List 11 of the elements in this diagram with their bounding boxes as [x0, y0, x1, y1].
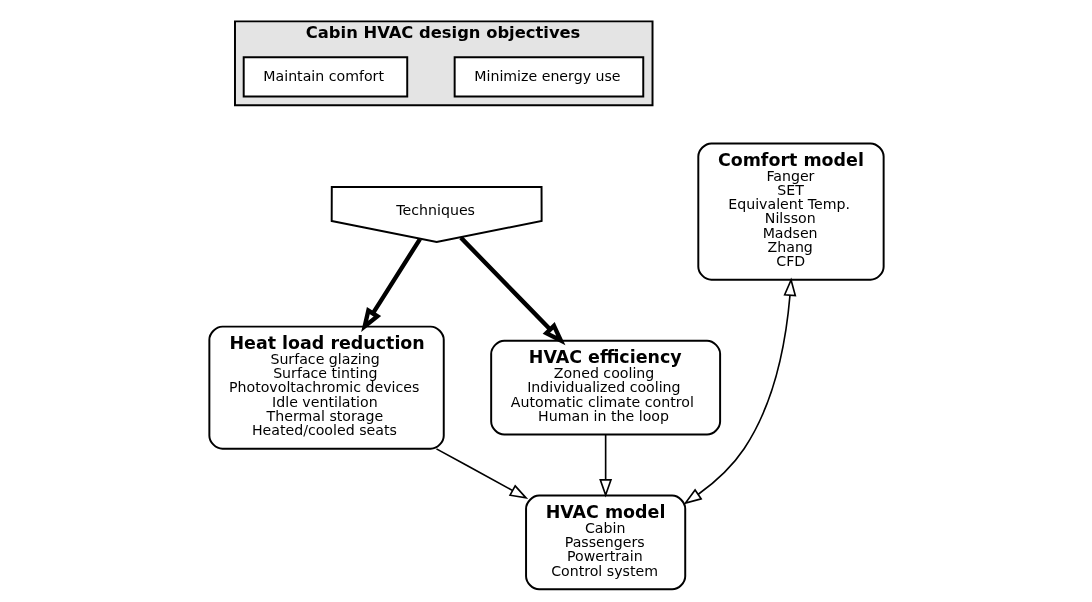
- arrow: [682, 277, 796, 505]
- arrow: [435, 448, 528, 500]
- arrow: [598, 433, 612, 498]
- node-box: HVAC model Cabin Passengers Powertrain Control system: [524, 494, 686, 591]
- arrow: [360, 237, 422, 332]
- node-box: Maintain comfort: [242, 56, 408, 98]
- node-box: HVAC efficiency Zoned cooling Individualized cooling Automatic climate control Human in the loop: [489, 339, 721, 436]
- node-box: Comfort model Fanger SET Equivalent Temp. Nilsson Madsen Zhang CFD: [696, 142, 885, 281]
- arrow: [458, 236, 565, 346]
- node-box: Heat load reduction Surface glazing Surface tinting Photovoltachromic devices Idle ventilation Thermal storage Heated/cooled seats: [207, 325, 445, 450]
- node-box: Minimize energy use: [453, 56, 644, 98]
